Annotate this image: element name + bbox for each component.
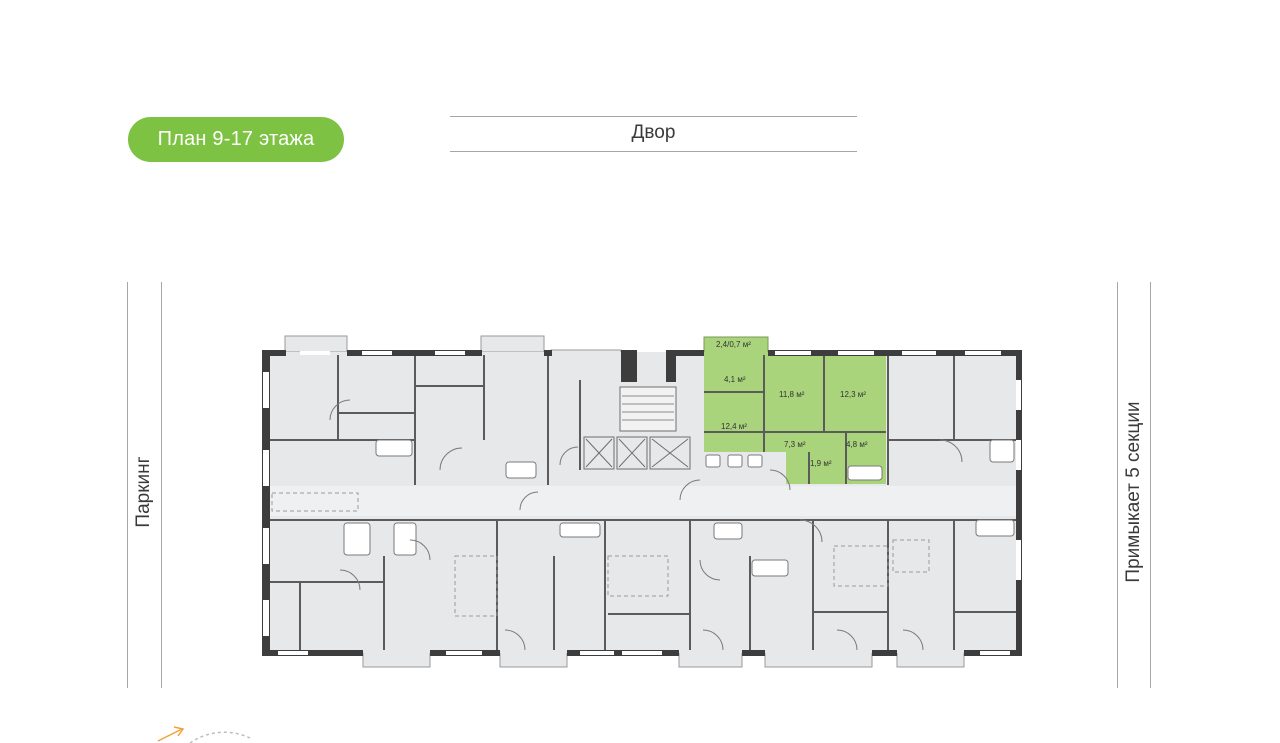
floor-badge: План 9-17 этажа [128,117,344,162]
area-label-room-1: 11,8 м² [779,390,805,399]
area-label-corridor: 7,3 м² [784,440,806,449]
door-swings [329,399,963,651]
compass-icon [157,726,251,743]
area-label-kitchen: 12,4 м² [721,422,747,431]
bottom-balconies [362,651,965,668]
right-side-line-outer [1150,282,1151,688]
kitchen-zones [271,492,930,617]
area-label-loggia: 2,4/0,7 м² [716,340,751,349]
yard-label: Двор [631,122,676,143]
left-side-line-outer [127,282,128,688]
area-label-wc: 1,9 м² [810,459,832,468]
apartment-rooms [704,352,886,484]
bathroom-fixtures [343,439,1015,577]
yard-label-box: Двор [450,116,857,152]
right-side-line-inner [1117,282,1118,688]
elevator-cross-marks [585,438,689,468]
apartment-area-labels: 2,4/0,7 м² 4,1 м² 11,8 м² 12,3 м² 12,4 м… [716,340,868,468]
area-label-room-2: 12,3 м² [840,390,866,399]
highlighted-apartment [703,336,886,484]
window-openings [263,351,1021,655]
area-label-bathroom: 4,8 м² [846,440,868,449]
area-label-hall: 4,1 м² [724,375,746,384]
stair-treads [622,395,674,421]
left-side-line-inner [161,282,162,688]
floor-badge-label: План 9-17 этажа [157,128,315,150]
corridor [266,486,1020,516]
